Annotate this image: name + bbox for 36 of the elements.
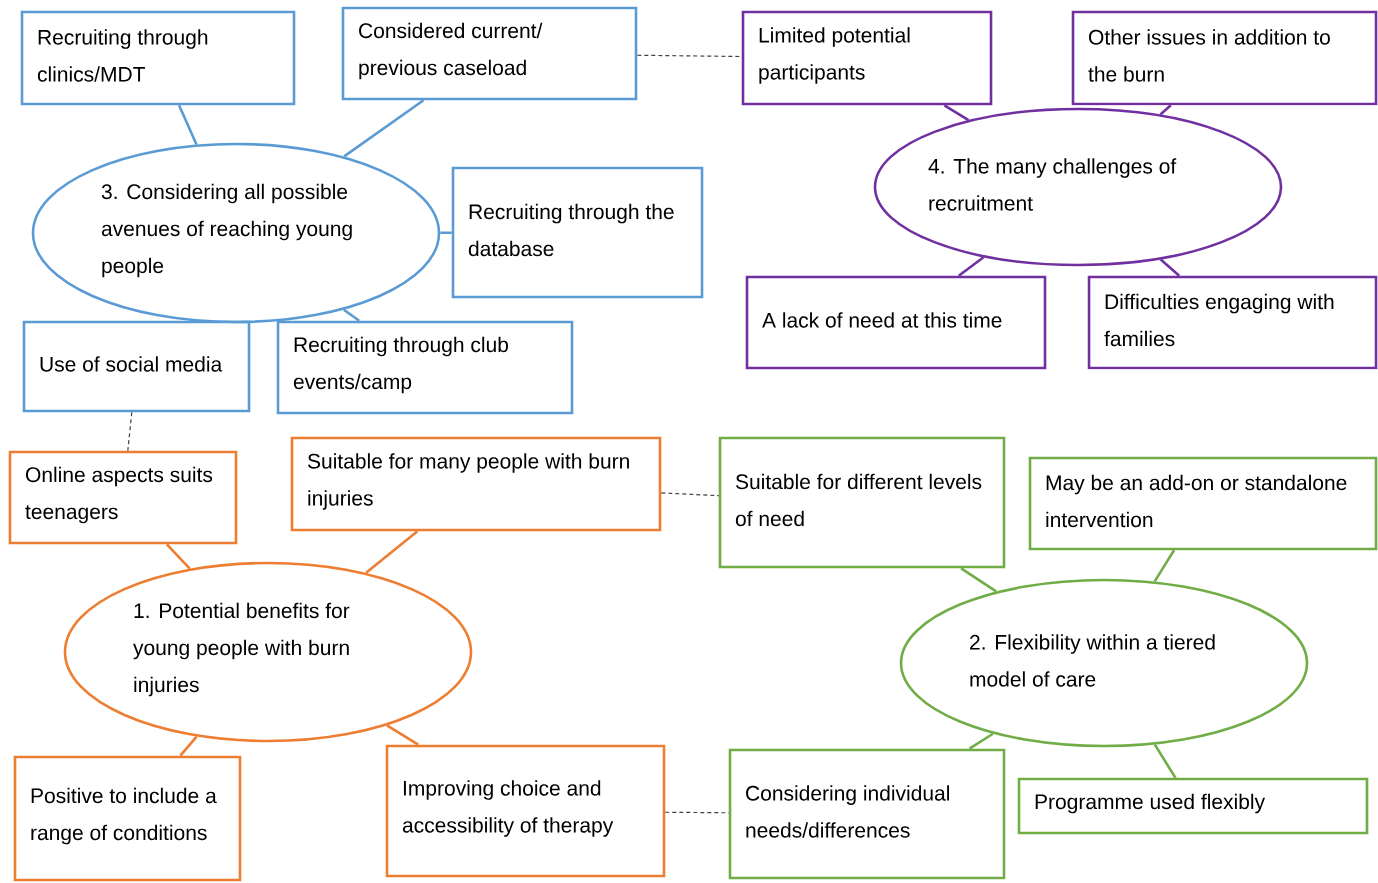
connector-line — [386, 724, 419, 746]
text-box: Difficulties engaging with families — [1087, 275, 1378, 370]
dashed-connector — [660, 492, 720, 497]
connector-line — [1153, 743, 1177, 779]
text-box: Recruiting through clinics/MDT — [20, 10, 296, 106]
connector-line — [960, 567, 997, 593]
text-box: A lack of need at this time — [745, 275, 1047, 370]
connector-line — [177, 104, 198, 145]
dashed-connector — [664, 811, 730, 814]
text-box: Improving choice and accessibility of therapy — [385, 744, 666, 878]
connector-line — [365, 530, 419, 574]
dashed-connector — [127, 411, 133, 452]
connector-line — [1159, 104, 1172, 116]
text-box: Suitable for many people with burn injuries — [290, 436, 662, 532]
text-box: May be an add-on or standalone intervention — [1028, 456, 1378, 551]
connector-line — [968, 732, 994, 750]
text-box: Online aspects suits teenagers — [8, 450, 238, 545]
connector-line — [1159, 258, 1181, 277]
connector-line — [343, 308, 361, 322]
connector-line — [958, 256, 985, 277]
text-box: Positive to include a range of conditions — [13, 755, 242, 882]
connector-line — [943, 104, 970, 122]
text-box: Use of social media — [22, 320, 251, 413]
connector-line — [343, 99, 425, 158]
text-box: Limited potential participants — [741, 10, 993, 106]
connector-line — [440, 231, 452, 234]
text-box: Recruiting through the database — [451, 166, 704, 299]
connector-line — [1153, 549, 1176, 583]
connector-line — [165, 543, 191, 570]
text-box: Recruiting through club events/camp — [276, 320, 574, 415]
text-box: Considered current/ previous caseload — [341, 6, 638, 101]
text-box: Suitable for different levels of need — [718, 436, 1006, 569]
text-box: Programme used flexibly — [1017, 777, 1369, 835]
text-box: Other issues in addition to the burn — [1071, 10, 1378, 106]
text-box: Considering individual needs/differences — [728, 748, 1006, 880]
connector-line — [179, 735, 198, 757]
